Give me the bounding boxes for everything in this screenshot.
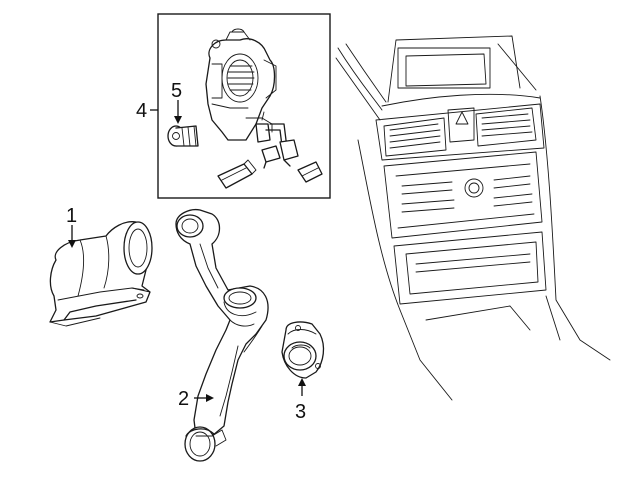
part-5-screw	[167, 125, 199, 147]
center-console-background	[335, 35, 611, 401]
part-2-hose	[175, 208, 269, 462]
callout-5: 5	[171, 80, 182, 102]
callout-arrows	[68, 100, 306, 402]
callout-2: 2	[178, 388, 189, 410]
part-3-flange-seal	[281, 321, 325, 379]
part-1-air-duct	[49, 221, 153, 327]
part-4-actuator-assembly	[205, 28, 323, 189]
callout-labels: 1 2 3 4 5	[66, 80, 306, 423]
callout-1: 1	[66, 205, 77, 227]
callout-4: 4	[136, 100, 147, 122]
callout-3: 3	[295, 401, 306, 423]
